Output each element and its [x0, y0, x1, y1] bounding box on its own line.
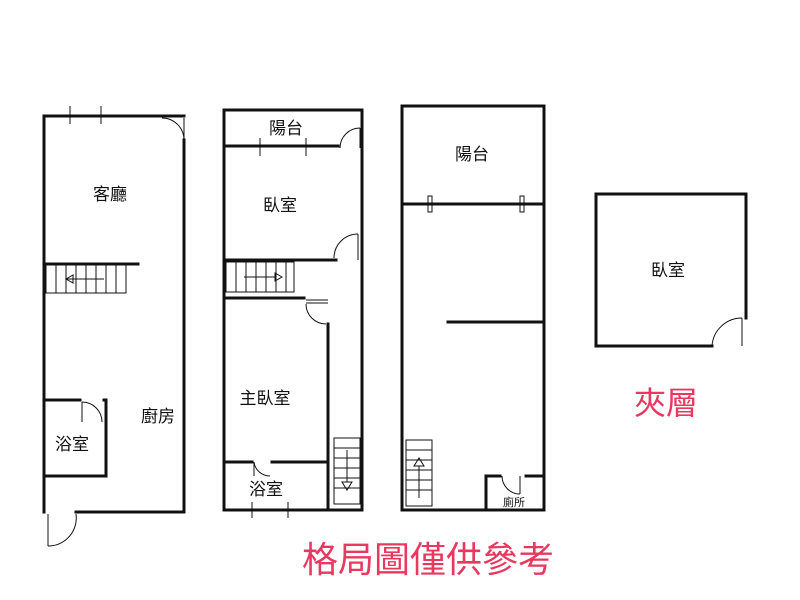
room-label-master-bedroom: 主臥室	[240, 389, 291, 409]
floor-2-plan: 陽台 臥室 主臥室 浴室	[222, 108, 364, 518]
floor-1-front-door	[47, 513, 77, 547]
floor-3-window-mark	[519, 195, 525, 213]
floor-1-entry-door	[161, 117, 185, 141]
room-label-bedroom-2: 臥室	[263, 196, 297, 216]
room-label-balcony-3: 陽台	[455, 145, 489, 165]
floor-3-staircase	[405, 439, 433, 507]
room-label-bath-2: 浴室	[249, 480, 283, 500]
floor-1-plan: 客廳 廚房 浴室	[42, 106, 186, 547]
room-label-balcony-2: 陽台	[269, 119, 303, 139]
floor-2-balcony-door	[339, 127, 361, 149]
room-label-toilet: 廁所	[503, 495, 525, 509]
floor-2-side-staircase	[333, 437, 361, 505]
room-label-living: 客廳	[93, 185, 127, 205]
room-label-bath-1: 浴室	[55, 435, 89, 455]
mezzanine-plan: 臥室 夾層	[594, 192, 748, 422]
room-label-bedroom-mezzanine: 臥室	[651, 261, 685, 281]
stair-arrow-icon	[274, 272, 284, 282]
floor-3-window-mark	[427, 195, 433, 213]
reference-only-notice: 格局圖僅供參考	[302, 540, 554, 581]
stair-arrow-icon	[64, 274, 74, 284]
floor-1-staircase	[45, 264, 127, 294]
mezzanine-title: 夾層	[634, 384, 698, 422]
stair-arrow-icon	[413, 457, 425, 467]
floor-2-master-door	[305, 303, 327, 325]
floor-2-staircase	[225, 261, 295, 293]
mezzanine-door	[711, 317, 743, 347]
floor-2-bedroom-door	[333, 233, 359, 259]
room-label-kitchen: 廚房	[141, 406, 175, 427]
floor-2-bath-door	[253, 461, 271, 477]
stair-arrow-icon	[341, 481, 353, 491]
floor-1-bath-door	[81, 401, 103, 423]
floor-3-toilet-door	[501, 475, 521, 495]
floor-3-plan: 陽台 廁所	[400, 104, 546, 512]
